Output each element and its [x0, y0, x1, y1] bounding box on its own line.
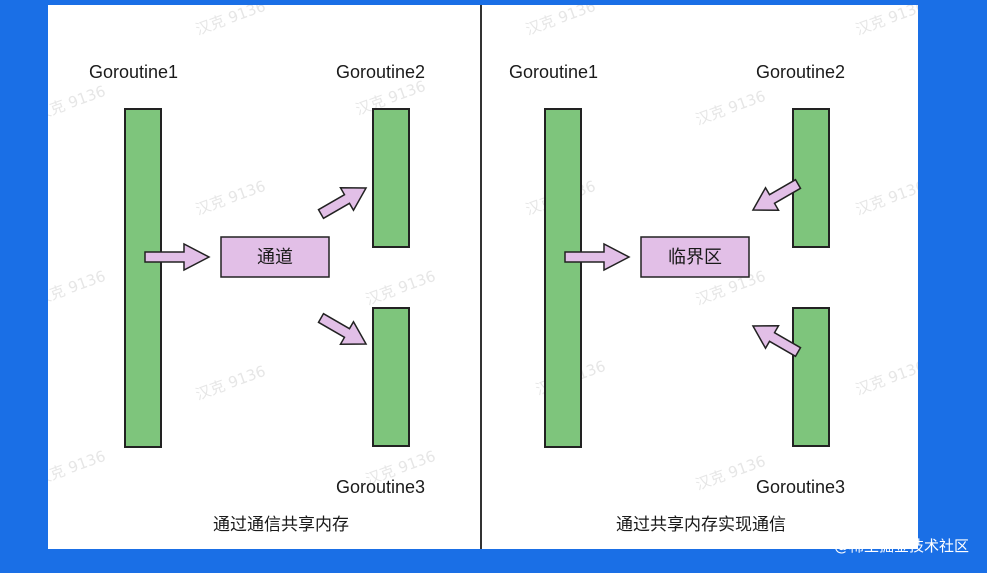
- right-goroutine2-label: Goroutine2: [756, 62, 845, 82]
- left-goroutine3-bar: [372, 307, 410, 447]
- watermark: 汉克 9136: [363, 267, 438, 309]
- arrow-down-left-icon: [751, 178, 802, 212]
- right-goroutine2-bar: [792, 108, 830, 248]
- left-goroutine2-label: Goroutine2: [336, 62, 425, 82]
- arrow-right-icon: [564, 242, 631, 272]
- watermark: 汉克 9136: [193, 362, 268, 404]
- watermark: 汉克 9136: [853, 357, 918, 399]
- watermark: 汉克 9136: [48, 82, 108, 124]
- left-goroutine1-bar: [124, 108, 162, 448]
- arrow-up-right-icon: [317, 186, 368, 220]
- credit-watermark: @稀土掘金技术社区: [833, 537, 969, 555]
- right-goroutine3-label: Goroutine3: [756, 477, 845, 497]
- watermark: 汉克 9136: [853, 5, 918, 39]
- arrow-right-icon: [144, 242, 211, 272]
- right-caption: 通过共享内存实现通信: [616, 515, 786, 535]
- critical-section-box: [640, 236, 750, 278]
- diagram-card: 汉克 9136 汉克 9136 汉克 9136 汉克 9136 汉克 9136 …: [48, 5, 918, 549]
- arrow-up-left-icon: [751, 324, 802, 358]
- left-goroutine3-label: Goroutine3: [336, 477, 425, 497]
- watermark: 汉克 9136: [523, 5, 598, 39]
- goroutine-diagram: 汉克 9136 汉克 9136 汉克 9136 汉克 9136 汉克 9136 …: [48, 5, 918, 549]
- right-panel: Goroutine1 Goroutine2 Goroutine3 临界区 通过共…: [509, 62, 845, 535]
- watermark: 汉克 9136: [853, 177, 918, 219]
- arrow-down-right-icon: [317, 312, 368, 346]
- watermark: 汉克 9136: [193, 5, 268, 39]
- channel-box-label: 通道: [257, 247, 293, 268]
- watermark: 汉克 9136: [193, 177, 268, 219]
- watermark: 汉克 9136: [48, 267, 108, 309]
- right-goroutine1-label: Goroutine1: [509, 62, 598, 82]
- watermark: 汉克 9136: [48, 447, 108, 489]
- left-goroutine2-bar: [372, 108, 410, 248]
- channel-box: [220, 236, 330, 278]
- right-goroutine3-bar: [792, 307, 830, 447]
- left-goroutine1-label: Goroutine1: [89, 62, 178, 82]
- right-goroutine1-bar: [544, 108, 582, 448]
- left-panel: Goroutine1 Goroutine2 Goroutine3 通道 通过通信…: [89, 62, 425, 535]
- watermark: 汉克 9136: [693, 87, 768, 129]
- critical-section-box-label: 临界区: [668, 247, 722, 268]
- left-caption: 通过通信共享内存: [213, 515, 349, 535]
